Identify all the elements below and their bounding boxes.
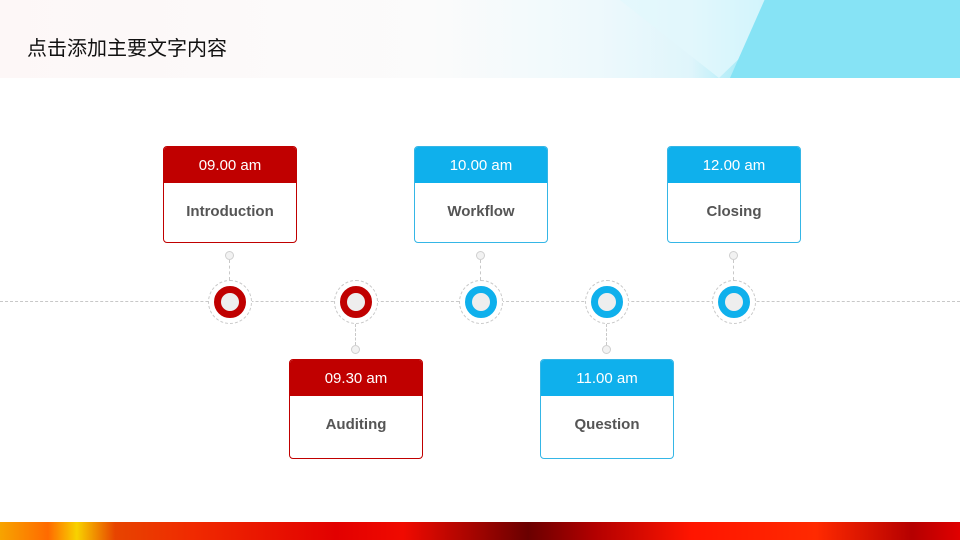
connector-dot	[602, 345, 611, 354]
event-time: 10.00 am	[415, 147, 547, 183]
timeline-node-auditing	[334, 280, 378, 324]
connector-line	[606, 324, 607, 345]
event-time: 09.00 am	[164, 147, 296, 183]
connector-dot	[729, 251, 738, 260]
timeline-card-introduction[interactable]: 09.00 am Introduction	[163, 146, 297, 243]
header-decoration-blue	[730, 0, 960, 78]
connector-dot	[476, 251, 485, 260]
ring-icon	[214, 286, 246, 318]
event-time: 11.00 am	[541, 360, 673, 396]
event-label: Workflow	[447, 203, 515, 220]
timeline-node-closing	[712, 280, 756, 324]
footer-decoration	[0, 522, 960, 540]
ring-icon	[340, 286, 372, 318]
slide-title[interactable]: 点击添加主要文字内容	[27, 36, 227, 60]
event-label: Introduction	[186, 203, 274, 220]
connector-line	[355, 324, 356, 345]
connector-dot	[351, 345, 360, 354]
timeline-node-workflow	[459, 280, 503, 324]
event-time: 12.00 am	[668, 147, 800, 183]
ring-icon	[465, 286, 497, 318]
event-label: Auditing	[325, 416, 387, 433]
timeline-card-question[interactable]: 11.00 am Question	[540, 359, 674, 459]
connector-dot	[225, 251, 234, 260]
connector-line	[733, 260, 734, 280]
timeline-card-auditing[interactable]: 09.30 am Auditing	[289, 359, 423, 459]
connector-line	[480, 260, 481, 280]
event-label: Closing	[706, 203, 762, 220]
event-time: 09.30 am	[290, 360, 422, 396]
ring-icon	[591, 286, 623, 318]
timeline-card-workflow[interactable]: 10.00 am Workflow	[414, 146, 548, 243]
timeline-card-closing[interactable]: 12.00 am Closing	[667, 146, 801, 243]
connector-line	[229, 260, 230, 280]
ring-icon	[718, 286, 750, 318]
timeline-node-introduction	[208, 280, 252, 324]
event-label: Question	[574, 416, 640, 433]
timeline-node-question	[585, 280, 629, 324]
